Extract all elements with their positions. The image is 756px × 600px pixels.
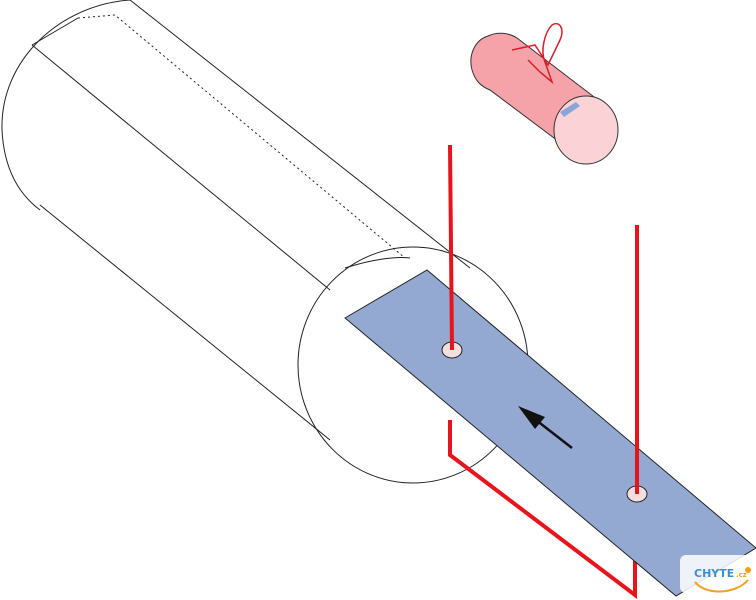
large-cylinder-hidden-edge bbox=[77, 14, 406, 259]
current-direction-arrow-icon bbox=[518, 406, 573, 449]
small-cylinder-end-cap bbox=[553, 95, 619, 165]
large-cylinder-seam bbox=[31, 44, 331, 291]
logo-text: CHYTE bbox=[694, 567, 734, 580]
chytej-logo[interactable]: CHYTE .cz bbox=[680, 555, 754, 593]
large-cylinder-seam-top bbox=[31, 17, 79, 46]
small-cylinder-loop bbox=[511, 23, 563, 85]
small-cylinder bbox=[470, 23, 619, 165]
probe-wire-left bbox=[448, 144, 454, 351]
large-cylinder-back-cap bbox=[1, 0, 131, 211]
large-cylinder-top-edge bbox=[129, 0, 471, 269]
logo-suffix: .cz bbox=[736, 571, 747, 579]
small-cylinder-mark bbox=[560, 102, 580, 117]
large-cylinder bbox=[1, 0, 529, 484]
large-cylinder-bottom-edge bbox=[39, 204, 331, 441]
conducting-strip bbox=[344, 269, 756, 597]
large-cylinder-rim-arc bbox=[344, 257, 411, 269]
